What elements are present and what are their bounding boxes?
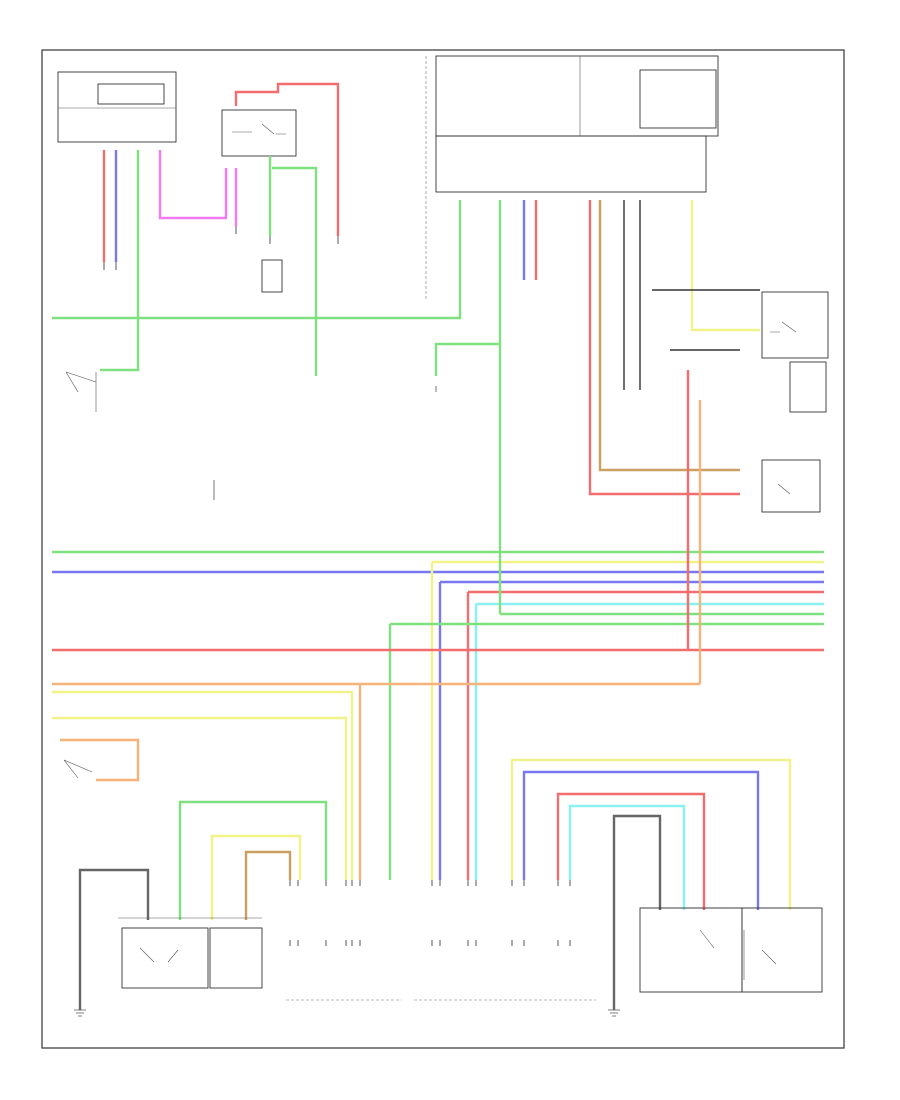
connector-pins — [103, 226, 571, 946]
diagram-frame — [41, 49, 845, 1049]
right-switch-group — [761, 291, 829, 513]
wire-group-right — [588, 200, 760, 684]
wire-bus-horizontal — [52, 200, 824, 880]
bottom-right-module — [639, 907, 823, 993]
ground-symbols — [74, 386, 620, 1017]
left-switch — [65, 371, 97, 412]
wire-group-center — [434, 200, 538, 614]
top-right-modules — [425, 55, 719, 300]
top-left-module — [57, 71, 177, 143]
wire-group-bottom — [78, 758, 792, 1010]
small-resistor — [261, 259, 283, 293]
top-center-relay — [221, 109, 297, 157]
bottom-left-module — [121, 927, 263, 989]
left-ground-switch — [63, 759, 93, 779]
wire-group-top-left — [100, 82, 340, 376]
connector-row-bottom — [118, 907, 820, 1001]
